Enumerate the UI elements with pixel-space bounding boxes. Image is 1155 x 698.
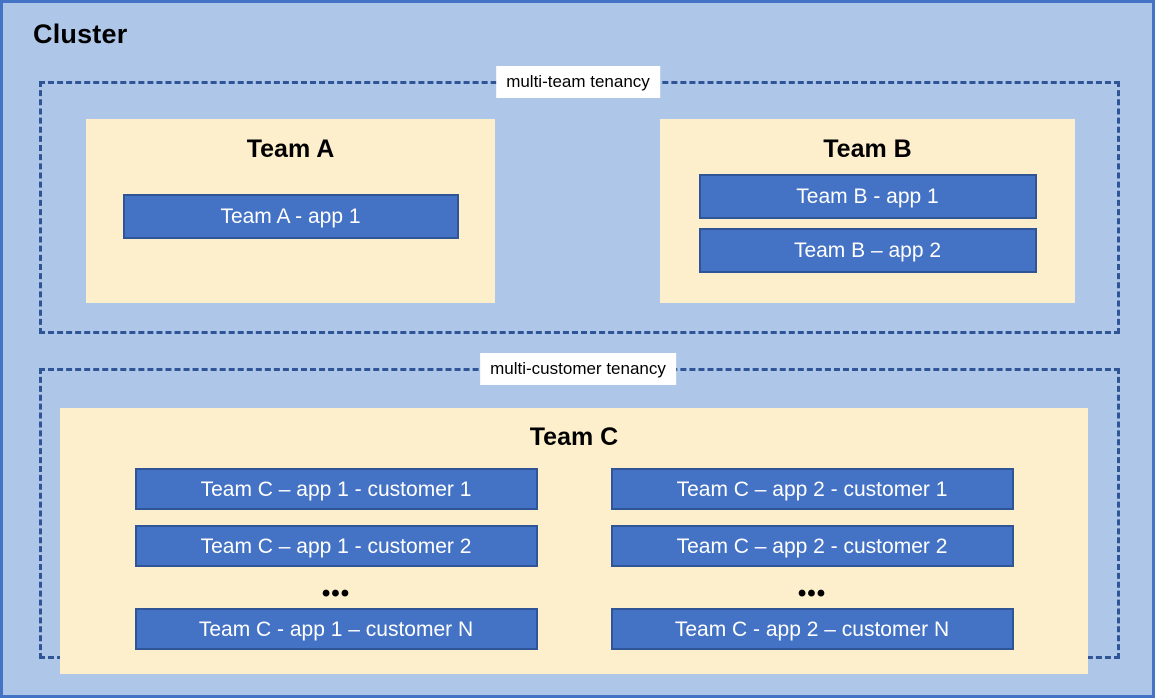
team-panel-team-b: Team B Team B - app 1 Team B – app 2 [660, 119, 1075, 303]
app-box-team-c-app-2-customer-1[interactable]: Team C – app 2 - customer 1 [610, 468, 1014, 510]
ellipsis-team-c-app-2: ••• [797, 580, 827, 607]
app-box-team-c-app-1-customer-n[interactable]: Team C - app 1 – customer N [134, 608, 538, 650]
team-panel-team-c: Team C Team C – app 1 - customer 1 Team … [60, 408, 1088, 674]
spacer [135, 510, 538, 525]
team-a-app-list: Team A - app 1 [122, 194, 459, 239]
tenancy-label-multi-team: multi-team tenancy [496, 66, 660, 98]
team-panel-team-a: Team A Team A - app 1 [86, 119, 495, 303]
spacer [611, 510, 1014, 525]
app-box-team-c-app-1-customer-1[interactable]: Team C – app 1 - customer 1 [134, 468, 538, 510]
tenancy-label-multi-customer: multi-customer tenancy [480, 353, 676, 385]
ellipsis-team-c-app-1: ••• [321, 580, 351, 607]
team-c-column-app-2: Team C – app 2 - customer 1 Team C – app… [610, 468, 1014, 650]
app-box-team-c-app-2-customer-n[interactable]: Team C - app 2 – customer N [610, 608, 1014, 650]
team-c-column-app-1: Team C – app 1 - customer 1 Team C – app… [134, 468, 538, 650]
app-box-team-b-app-1[interactable]: Team B - app 1 [698, 174, 1037, 219]
team-c-heading: Team C [529, 423, 619, 451]
team-a-heading: Team A [246, 135, 335, 163]
app-box-team-b-app-2[interactable]: Team B – app 2 [698, 228, 1037, 273]
team-c-columns: Team C – app 1 - customer 1 Team C – app… [60, 468, 1088, 650]
team-b-heading: Team B [823, 135, 912, 163]
team-b-app-list: Team B - app 1 Team B – app 2 [698, 174, 1037, 273]
app-box-team-c-app-2-customer-2[interactable]: Team C – app 2 - customer 2 [610, 525, 1014, 567]
app-box-team-c-app-1-customer-2[interactable]: Team C – app 1 - customer 2 [134, 525, 538, 567]
app-box-team-a-app-1[interactable]: Team A - app 1 [122, 194, 459, 239]
cluster-title: Cluster [33, 19, 128, 49]
